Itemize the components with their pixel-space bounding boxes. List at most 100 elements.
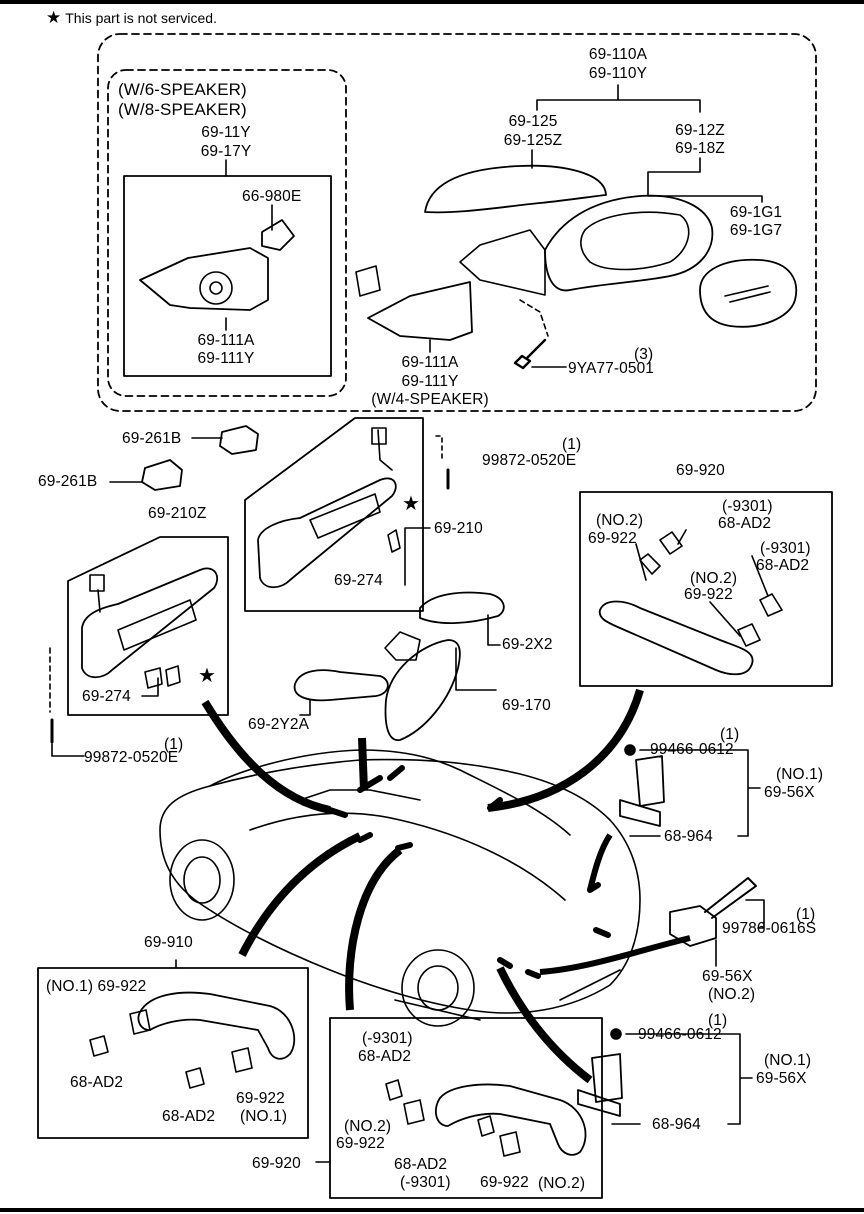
label-9301-a: (-9301) (722, 498, 773, 515)
bottom-border (0, 1208, 864, 1212)
label-qty-1-switch: (1) (796, 906, 816, 923)
label-69-261b-a: 69-261B (122, 430, 182, 447)
label-69-111y-left: 69-111Y (197, 350, 255, 367)
label-69-2x2: 69-2X2 (502, 636, 553, 653)
label-68-ad2-910-b: 68-AD2 (162, 1108, 216, 1125)
label-69-110a: 69-110A (588, 46, 648, 63)
label-no1-bracket-top: (NO.1) (776, 766, 824, 783)
car-body (159, 758, 641, 1014)
label-99872-0520e-left: 99872-0520E (84, 749, 179, 766)
label-68-964-top: 68-964 (664, 828, 713, 845)
label-69-922-c: 69-922 (336, 1135, 385, 1152)
label-69-111y-w4: 69-111Y (401, 373, 459, 390)
sunvisor-left-box (67, 536, 229, 716)
label-69-110y: 69-110Y (588, 65, 648, 82)
grip-69-2y2a (293, 669, 389, 702)
label-68-ad2-d: 68-AD2 (394, 1156, 448, 1173)
pointer-grip-top (487, 688, 644, 812)
label-qty-1-bolt-top: (1) (720, 726, 740, 743)
label-99786-0616s: 99786-0616S (722, 920, 817, 937)
sunvisor-69-210 (257, 477, 397, 589)
label-9301-c: (-9301) (362, 1030, 413, 1047)
sunvisor-69-210z (81, 567, 219, 679)
speaker-inner-box (123, 175, 332, 377)
label-qty-1-screw-left: (1) (164, 736, 184, 753)
wheel-rear (401, 949, 475, 1027)
label-qty-1-screw-top: (1) (562, 436, 582, 453)
note-text: This part is not serviced. (65, 10, 217, 26)
label-68-ad2-b: 68-AD2 (756, 557, 810, 574)
screw-9ya77 (513, 338, 547, 370)
grip-assist-920-bottom (434, 1083, 587, 1156)
not-serviced-note: ★This part is not serviced. (46, 8, 217, 27)
label-w8-speaker: (W/8-SPEAKER) (118, 100, 247, 119)
wheel-front (169, 839, 235, 921)
label-99466-0612-top: 99466-0612 (650, 741, 734, 758)
star-icon: ★ (46, 8, 62, 27)
clip-69-261b-a (219, 425, 259, 455)
label-66-980e: 66-980E (242, 188, 302, 205)
grip-920-box-top (579, 491, 833, 687)
label-69-125z: 69-125Z (503, 132, 563, 149)
mirror-cover (424, 164, 607, 214)
pointer-bracket-top (587, 833, 613, 891)
label-69-922-d: 69-922 (480, 1174, 529, 1191)
label-69-170: 69-170 (502, 697, 551, 714)
label-no1-910: (NO.1) (240, 1108, 288, 1125)
label-69-125: 69-125 (508, 113, 558, 130)
label-68-964-bottom: 68-964 (652, 1116, 701, 1133)
speaker-66-980e (261, 219, 295, 251)
label-69-1g7: 69-1G7 (729, 222, 783, 239)
label-no2-d: (NO.2) (538, 1175, 586, 1192)
label-69-920-top: 69-920 (676, 462, 725, 479)
grip-910-box (37, 967, 309, 1139)
speaker-variant-box (107, 69, 347, 397)
label-68-ad2-910-a: 68-AD2 (70, 1074, 124, 1091)
label-69-56x-no2: 69-56X (702, 968, 753, 985)
mirror-glass (699, 258, 798, 328)
label-69-922-a: 69-922 (588, 530, 637, 547)
sunvisor-right-box (244, 417, 424, 612)
label-99466-0612-bottom: 99466-0612 (638, 1026, 722, 1043)
label-69-274-left: 69-274 (82, 688, 131, 705)
label-68-ad2-a: 68-AD2 (718, 515, 772, 532)
label-69-922-910: 69-922 (236, 1090, 285, 1107)
grip-920-box-bottom (329, 1017, 603, 1199)
pointer-grip-920-bottom (345, 846, 403, 1011)
label-69-261b-b: 69-261B (38, 473, 98, 490)
label-69-210: 69-210 (434, 520, 483, 537)
star-icon-right: ★ (402, 493, 421, 515)
tweeter-housing-left (139, 247, 269, 311)
star-icon-left: ★ (198, 665, 217, 687)
label-no2-a: (NO.2) (596, 512, 644, 529)
label-69-1g1: 69-1G1 (729, 204, 783, 221)
label-qty-1-bolt-bottom: (1) (708, 1012, 728, 1029)
label-69-920-bottom: 69-920 (252, 1155, 301, 1172)
label-no1-69-922: (NO.1) 69-922 (46, 978, 147, 995)
bracket-56x-bottom (577, 1053, 623, 1117)
grip-assist-top (598, 600, 754, 676)
cover-69-2x2 (419, 591, 505, 624)
pointer-visor-left (201, 699, 331, 814)
pointer-switch (539, 935, 691, 975)
label-69-111a-w4: 69-111A (401, 354, 459, 371)
switch-69-56x-no2 (669, 905, 717, 947)
label-69-2y2a: 69-2Y2A (248, 716, 310, 733)
room-mirror-69-170 (384, 639, 461, 741)
label-qty-3: (3) (634, 346, 654, 363)
label-69-12z: 69-12Z (675, 122, 725, 139)
label-69-274-right: 69-274 (334, 572, 383, 589)
label-69-111a-left: 69-111A (197, 332, 255, 349)
label-69-210z: 69-210Z (148, 505, 207, 522)
clip-69-261b-b (141, 459, 183, 491)
mirror-group-box (97, 33, 817, 412)
label-69-56x-bottom: 69-56X (756, 1070, 807, 1087)
pointer-grip-910 (238, 832, 362, 957)
label-69-56x-top: 69-56X (764, 784, 815, 801)
label-69-910: 69-910 (144, 934, 193, 951)
label-69-922-b: 69-922 (684, 586, 733, 603)
pointer-bracket-bottom (496, 966, 593, 1084)
label-68-ad2-c: 68-AD2 (358, 1048, 412, 1065)
